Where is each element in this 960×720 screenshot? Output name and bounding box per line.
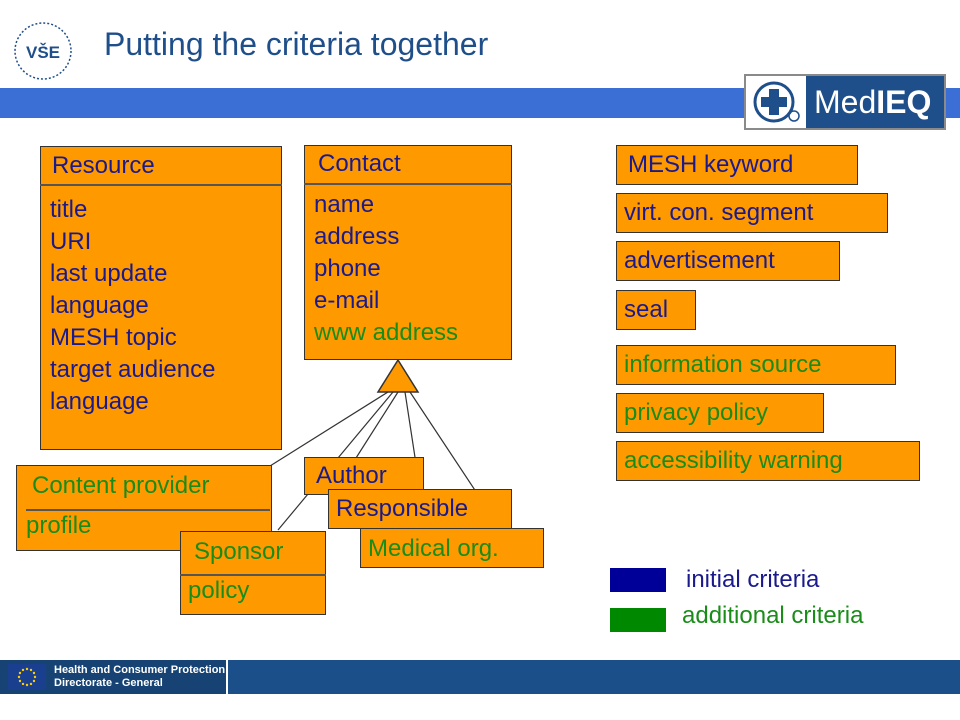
footer-line-2: Directorate - General [54,677,163,689]
medieq-cross-icon [752,80,804,124]
contact-attr-additional: www address [314,319,459,346]
legend-initial-label: initial criteria [686,566,820,593]
sponsor-body: policy [188,577,250,604]
criterion-virt-con-segment [616,193,888,233]
resource-attr: MESH topic [50,324,177,351]
criterion-information-source [616,345,896,385]
resource-attributes: title URI last update language MESH topi… [50,194,215,418]
criterion-information-source-label: information source [624,351,822,378]
resource-attr: language [50,292,149,319]
criterion-advertisement-label: advertisement [624,247,775,274]
contact-attributes: name address phone e-mail www address [314,189,458,349]
contact-attr: address [314,223,400,250]
contact-attr: e-mail [314,287,380,314]
content-provider-body: profile [26,512,92,539]
school-logo-mark: VŠE [26,43,60,62]
inheritance-triangle [376,358,420,393]
contact-box [304,145,512,360]
responsible-box [328,489,512,529]
resource-box [40,146,282,450]
resource-header: Resource [52,152,155,179]
footer-line-1: Health and Consumer Protection [54,664,226,676]
criterion-accessibility-warning-label: accessibility warning [624,447,843,474]
resource-attr: language [50,388,149,415]
contact-attr: phone [314,255,381,282]
criterion-accessibility-warning [616,441,920,481]
resource-attr: URI [50,228,92,255]
resource-attr: target audience [50,356,216,383]
criterion-mesh-keyword-label: MESH keyword [628,151,794,178]
resource-divider [40,184,282,186]
responsible-label: Responsible [336,495,469,522]
content-provider-divider [26,509,270,511]
contact-divider [304,183,512,185]
sponsor-divider [180,574,326,576]
criterion-mesh-keyword [616,145,858,185]
content-provider-header: Content provider [32,472,210,499]
contact-header: Contact [318,150,401,177]
medical-org-label: Medical org. [368,535,499,562]
footer-directorate: Health and Consumer Protection Directora… [54,664,225,690]
resource-attr: title [50,196,88,223]
school-logo: VŠE [12,20,88,82]
medieq-wordmark: MedIEQ [814,84,932,120]
medieq-wordmark-bg [806,76,944,128]
legend-additional-label: additional criteria [682,602,864,629]
criterion-seal-label: seal [624,296,669,323]
legend-additional-swatch [610,608,666,632]
resource-attr: last update [50,260,168,287]
criterion-privacy-policy-label: privacy policy [624,399,769,426]
sponsor-header: Sponsor [194,538,284,565]
legend-initial-swatch [610,568,666,592]
criterion-virt-con-segment-label: virt. con. segment [624,199,814,226]
contact-attr: name [314,191,375,218]
author-label: Author [316,462,387,489]
author-box [304,457,424,495]
criterion-privacy-policy [616,393,824,433]
eu-flag-icon [8,664,46,690]
criterion-advertisement [616,241,840,281]
sponsor-box [180,531,326,615]
page-title: Putting the criteria together [104,26,489,62]
criterion-seal [616,290,696,330]
medical-org-box [360,528,544,568]
